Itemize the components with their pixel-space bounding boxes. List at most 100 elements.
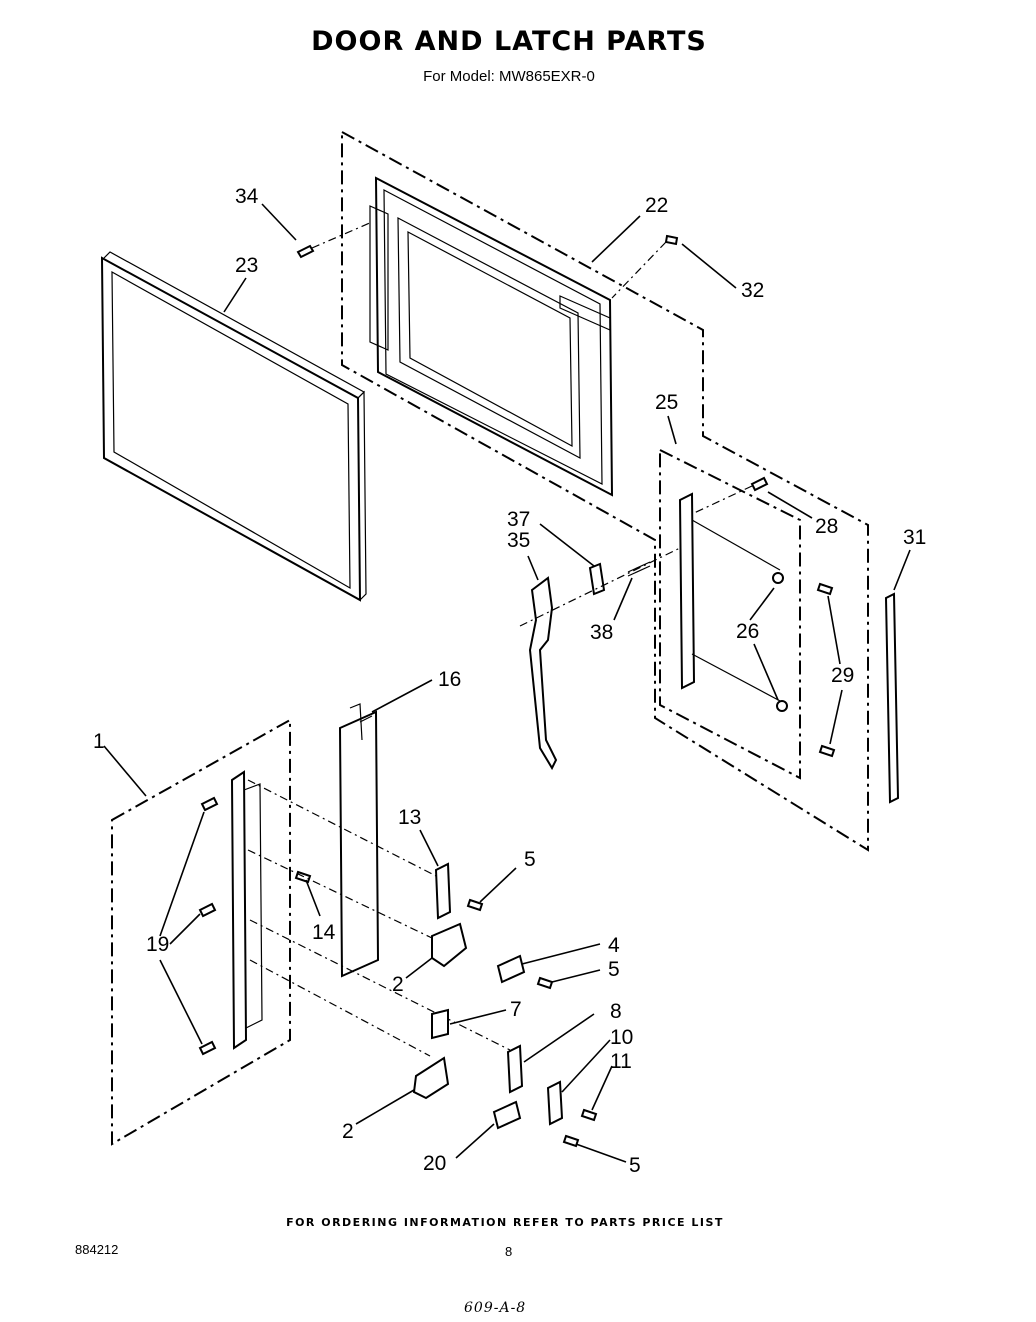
document-number: 884212 [75, 1242, 119, 1257]
actuator-2b [412, 1056, 450, 1100]
outer-door-panel [100, 251, 367, 602]
leader-35 [527, 555, 539, 581]
leader-5b [551, 969, 601, 983]
group-outline-25 [659, 448, 801, 780]
leader-29b [829, 689, 843, 745]
screw-5a [466, 898, 484, 912]
page-number: 8 [505, 1244, 513, 1259]
callout-7: 7 [510, 998, 522, 1021]
actuator-2a [431, 922, 468, 968]
callout-8: 8 [610, 1000, 622, 1023]
leader-13 [419, 829, 439, 867]
leader-22 [591, 215, 641, 263]
leader-1 [103, 745, 147, 797]
block-20 [492, 1100, 522, 1130]
leader-11 [591, 1065, 613, 1111]
switch-13 [434, 862, 452, 920]
spring-26a [772, 572, 784, 584]
screw-28 [691, 476, 769, 515]
callout-25: 25 [655, 391, 678, 414]
callout-1: 1 [93, 730, 105, 753]
leader-19a [159, 811, 205, 937]
latch-channel-16 [338, 703, 380, 978]
latch-block-37 [588, 562, 606, 596]
model-subtitle: For Model: MW865EXR-0 [423, 68, 595, 85]
screw-11 [580, 1108, 598, 1122]
screw-19c [198, 1040, 217, 1056]
screw-34 [296, 221, 373, 259]
screw-19b [198, 902, 217, 918]
leader-4 [521, 943, 601, 965]
switch-8 [506, 1044, 524, 1094]
screw-29b [818, 744, 836, 758]
leader-29a [827, 595, 841, 665]
group-outline-1 [111, 718, 291, 1146]
callout-5-c: 5 [629, 1154, 641, 1177]
leader-7 [449, 1009, 507, 1025]
callout-4: 4 [608, 934, 620, 957]
callout-2-b: 2 [342, 1120, 354, 1143]
callout-26: 26 [736, 620, 759, 643]
leader-38 [613, 577, 633, 621]
callout-19: 19 [146, 933, 169, 956]
handwritten-note: 609-A-8 [464, 1300, 527, 1316]
screw-29a [816, 582, 834, 596]
page-title: DOOR AND LATCH PARTS [311, 26, 707, 57]
callout-35: 35 [507, 529, 530, 552]
screw-19a [200, 796, 219, 812]
callout-10: 10 [610, 1026, 633, 1049]
leader-19c [159, 959, 203, 1045]
leader-19b [169, 913, 201, 945]
callout-32: 32 [741, 279, 764, 302]
latch-lever [528, 576, 558, 771]
callout-34: 34 [235, 185, 259, 208]
group-outline-22 [341, 130, 869, 852]
callout-28: 28 [815, 515, 838, 538]
screw-5b [536, 976, 554, 990]
callout-5-b: 5 [608, 958, 620, 981]
leader-26b [753, 643, 779, 701]
leader-2a [405, 957, 433, 979]
latch-bracket [230, 770, 263, 1050]
leader-14 [305, 879, 321, 917]
callout-23: 23 [235, 254, 258, 277]
leader-34 [261, 203, 297, 241]
callout-31: 31 [903, 526, 926, 549]
latch-spring-38 [627, 561, 651, 577]
ordering-note: FOR ORDERING INFORMATION REFER TO PARTS … [286, 1216, 724, 1229]
leader-25 [667, 415, 677, 445]
leader-32 [681, 243, 737, 289]
callout-22: 22 [645, 194, 668, 217]
plate-7 [431, 1008, 449, 1040]
leader-10 [561, 1039, 611, 1093]
choke-bracket [678, 492, 788, 712]
leader-23 [223, 277, 247, 313]
leader-20 [455, 1123, 495, 1159]
callout-37: 37 [507, 508, 530, 531]
leader-16 [371, 679, 433, 713]
leader-31 [893, 549, 911, 591]
leader-28 [767, 491, 813, 519]
trim-strip-31 [884, 592, 900, 804]
inner-door-frame [369, 176, 614, 497]
leader-5a [479, 867, 517, 903]
block-4 [496, 954, 526, 984]
callout-38: 38 [590, 621, 613, 644]
callout-14: 14 [312, 921, 336, 944]
callout-20: 20 [423, 1152, 446, 1175]
callout-16: 16 [438, 668, 461, 691]
leader-37 [539, 523, 595, 567]
leader-26a [749, 587, 775, 621]
spring-26b [776, 700, 788, 712]
screw-32 [611, 234, 679, 299]
callout-13: 13 [398, 806, 421, 829]
callout-5-a: 5 [524, 848, 536, 871]
callout-29: 29 [831, 664, 854, 687]
callout-11: 11 [610, 1050, 632, 1073]
leader-5c [575, 1143, 627, 1163]
leader-2b [355, 1089, 415, 1125]
switch-10 [546, 1080, 564, 1126]
leader-8 [523, 1013, 595, 1063]
